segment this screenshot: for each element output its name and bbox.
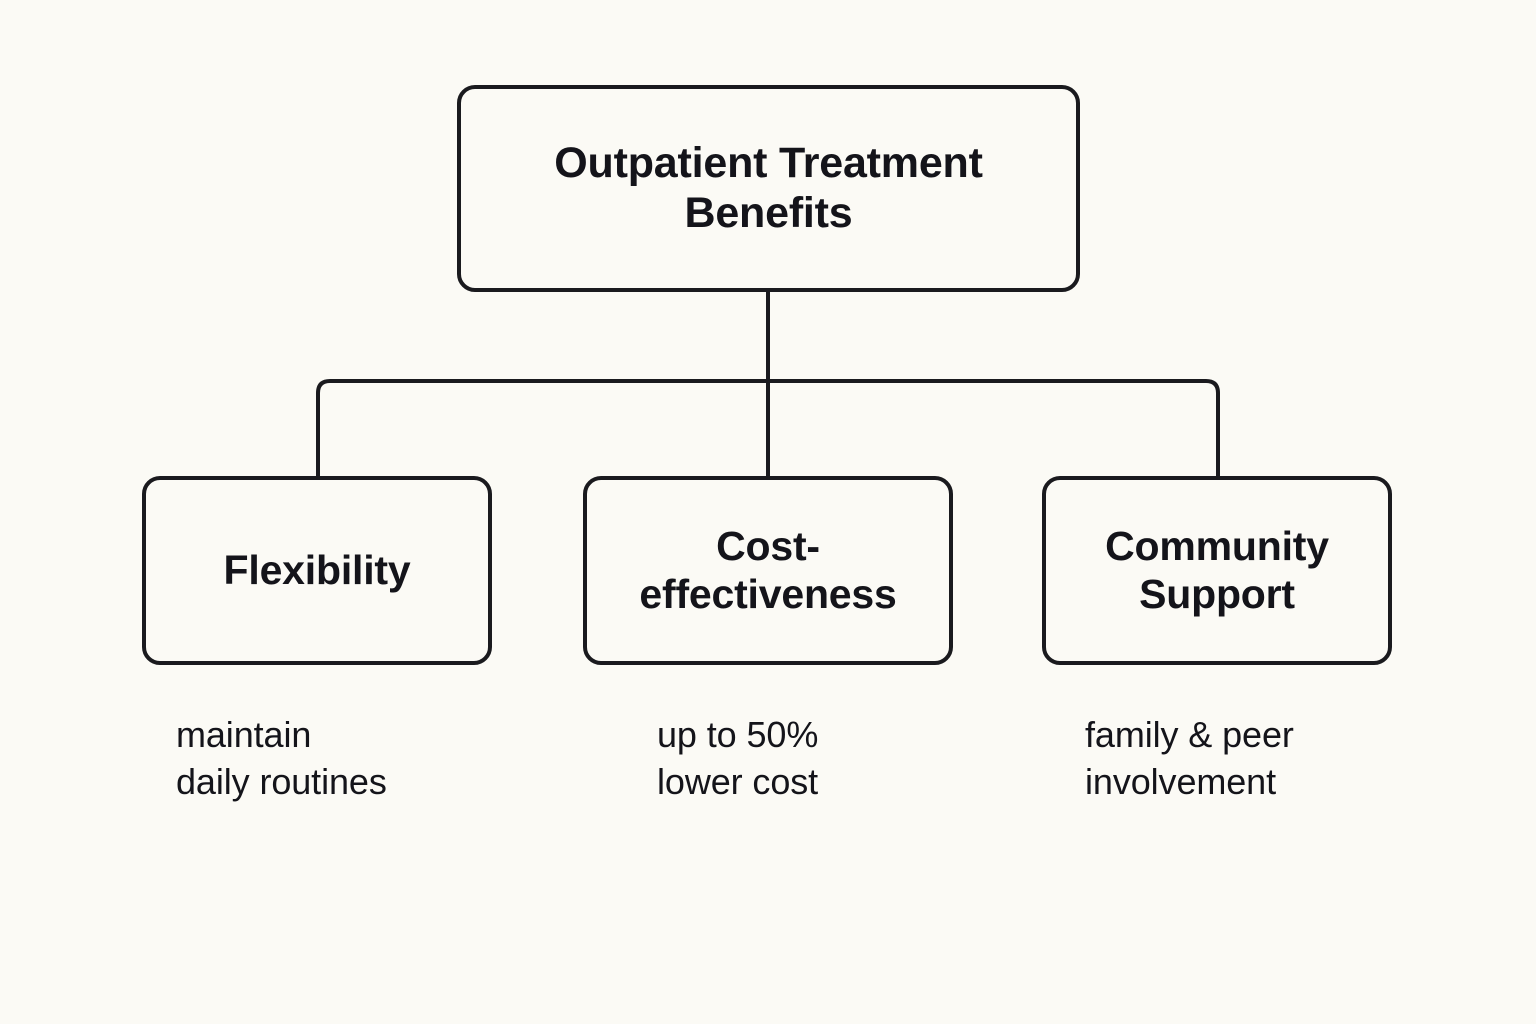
node-flexibility-label: Flexibility: [223, 546, 411, 593]
caption-flexibility: maintain daily routines: [176, 714, 387, 802]
node-cost-effectiveness[interactable]: Cost- effectiveness: [583, 476, 953, 665]
connector-bus-left: [316, 379, 768, 476]
node-community-support[interactable]: Community Support: [1042, 476, 1392, 665]
node-root-label: Outpatient Treatment Benefits: [554, 138, 983, 237]
node-cost-effectiveness-label: Cost- effectiveness: [639, 522, 897, 617]
node-flexibility[interactable]: Flexibility: [142, 476, 492, 665]
node-root[interactable]: Outpatient Treatment Benefits: [457, 85, 1080, 292]
node-community-support-label: Community Support: [1105, 522, 1329, 617]
caption-community-support: family & peer involvement: [1085, 714, 1294, 802]
connector-bus-right: [768, 379, 1220, 476]
caption-cost-effectiveness: up to 50% lower cost: [657, 714, 819, 802]
